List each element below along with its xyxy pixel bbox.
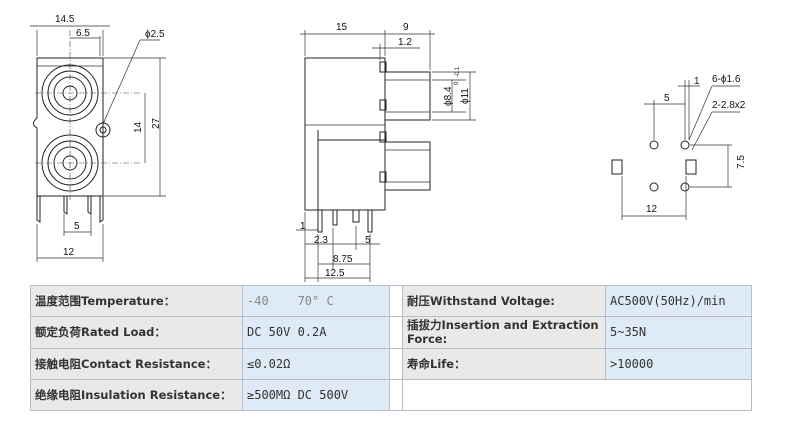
side-dim-step: 1.2: [398, 37, 412, 48]
spec-value-withstand-voltage: AC500V(50Hz)/min: [605, 284, 752, 318]
side-dim-pin-c: 8.75: [333, 254, 353, 265]
spec-label-withstand-voltage: 耐压Withstand Voltage:: [402, 284, 606, 318]
side-dim-outer-dia: ϕ11: [460, 88, 471, 104]
side-dim-inner-tol: -0.1: [455, 66, 461, 77]
table-row: 接触电阻Contact Resistance： ≤0.02Ω 寿命Life： >…: [30, 347, 752, 380]
table-row: 额定负荷Rated Load： DC 50V 0.2A 插拔力Insertion…: [30, 316, 752, 349]
spec-label-temperature: 温度范围Temperature：: [30, 284, 243, 318]
spec-label-insertion-force: 插拔力Insertion and Extraction Force:: [402, 316, 606, 349]
side-dim-inner-tol2: 0: [454, 81, 460, 85]
spec-label-life: 寿命Life：: [402, 347, 606, 380]
front-dim-width: 14.5: [55, 14, 75, 25]
front-dim-center: 6.5: [76, 28, 90, 39]
spec-label-rated-load: 额定负荷Rated Load：: [30, 316, 243, 349]
side-dim-pin-a: 2.3: [314, 235, 328, 246]
pcb-dim-holes: 6-ϕ1.6: [712, 74, 741, 85]
spec-label-insulation-resistance: 绝缘电阻Insulation Resistance：: [30, 378, 243, 412]
spec-value-insertion-force: 5~35N: [605, 316, 752, 349]
pcb-dim-slots: 2-2.8x2: [712, 100, 746, 111]
technical-drawing: 14.5 6.5 ϕ2.5 14 27 5 12: [30, 14, 747, 282]
pcb-dim-vertical: 7.5: [736, 155, 747, 169]
spec-value-temperature: -40 70° C: [242, 284, 390, 318]
side-dim-inner-dia: ϕ8.4: [443, 86, 454, 106]
front-dim-pitch: 14: [133, 121, 144, 133]
side-view: 15 9 1.2 ϕ8.4 -0.1 0 ϕ11 1 2.3 5 8.75 12…: [296, 22, 476, 282]
side-dim-shaft: 9: [403, 22, 409, 33]
spec-label-contact-resistance: 接触电阻Contact Resistance：: [30, 347, 243, 380]
spec-label-empty: [402, 378, 752, 412]
table-row: 绝缘电阻Insulation Resistance： ≥500MΩ DC 500…: [30, 378, 752, 412]
spec-value-contact-resistance: ≤0.02Ω: [242, 347, 390, 380]
pcb-dim-width: 12: [646, 204, 658, 215]
side-dim-pin-b: 5: [365, 235, 371, 246]
side-dim-pin-d: 12.5: [325, 268, 345, 279]
front-dim-pin: 5: [74, 221, 80, 232]
spec-value-rated-load: DC 50V 0.2A: [242, 316, 390, 349]
side-dim-pin-offset: 1: [300, 221, 306, 232]
pcb-layout: 1 6-ϕ1.6 5 2-2.8x2 7.5 12: [611, 74, 747, 220]
front-dim-height: 27: [151, 117, 162, 129]
spec-value-insulation-resistance: ≥500MΩ DC 500V: [242, 378, 390, 412]
front-view: 14.5 6.5 ϕ2.5 14 27 5 12: [30, 14, 166, 262]
pcb-dim-spacing: 5: [664, 93, 670, 104]
front-dim-hole: ϕ2.5: [145, 29, 165, 40]
table-row: 温度范围Temperature： -40 70° C 耐压Withstand V…: [30, 284, 752, 318]
side-dim-body: 15: [336, 22, 348, 33]
spec-table: 温度范围Temperature： -40 70° C 耐压Withstand V…: [30, 284, 752, 412]
spec-value-life: >10000: [605, 347, 752, 380]
front-dim-base: 12: [63, 247, 75, 258]
pcb-dim-small: 1: [694, 76, 700, 87]
